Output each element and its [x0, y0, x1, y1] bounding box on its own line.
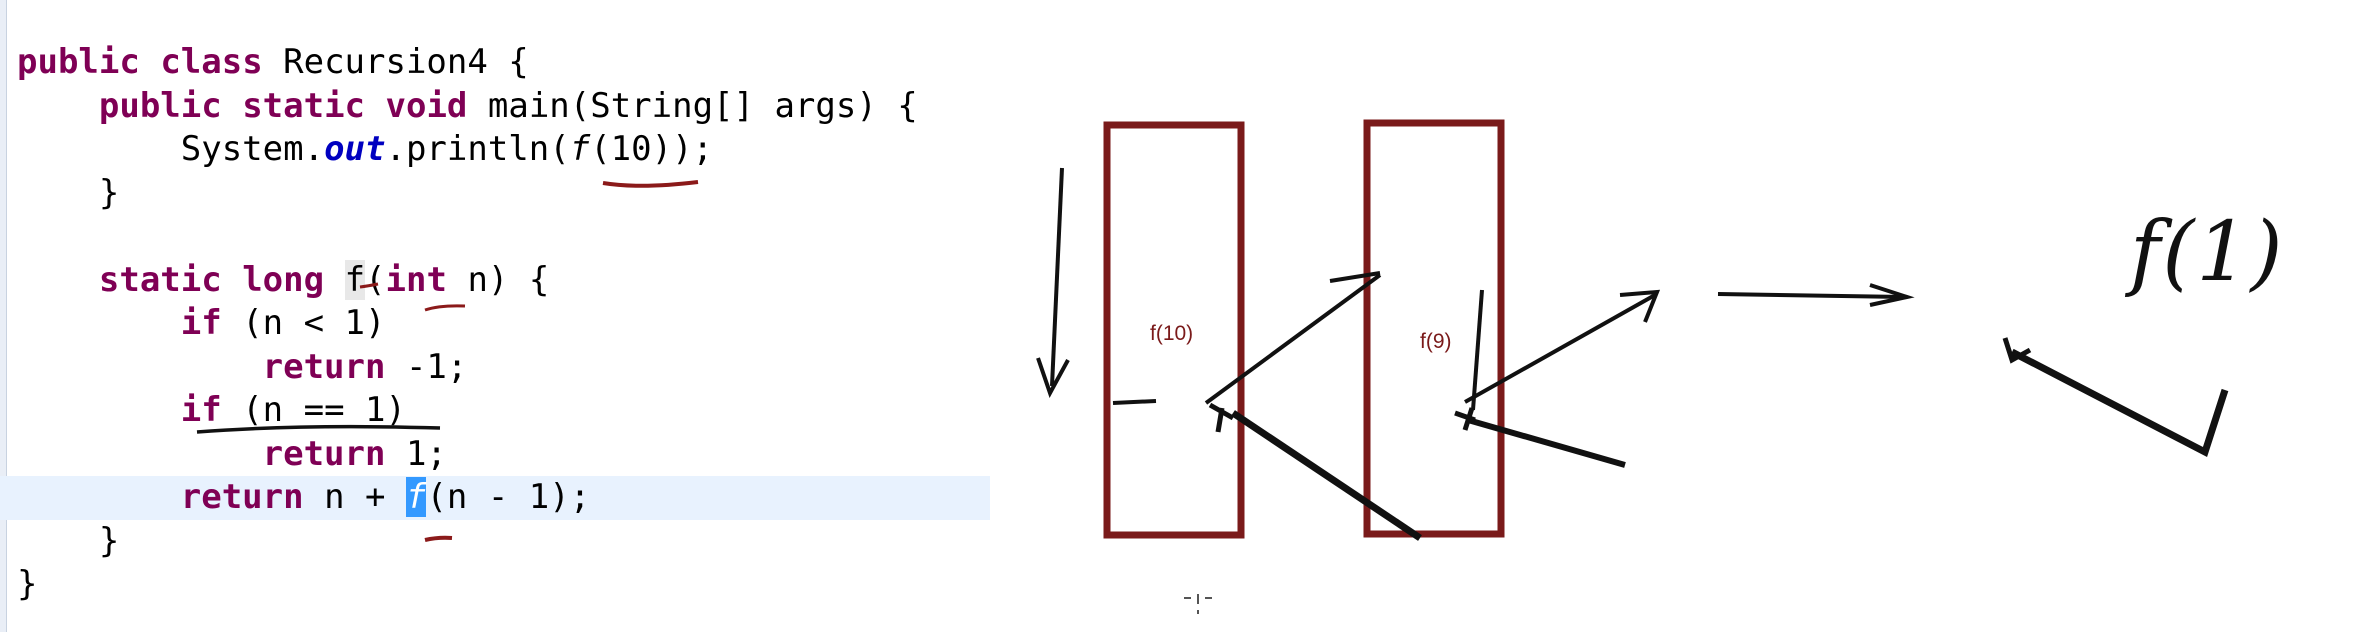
- selected-token: f: [405, 477, 427, 517]
- code-line[interactable]: System.out.println(f(10));: [17, 128, 990, 172]
- code-token: n) {: [446, 259, 550, 300]
- code-indent: [17, 129, 181, 169]
- continue-arrow: [1717, 292, 1906, 299]
- code-token: main(String[] args) {: [467, 85, 918, 126]
- code-token: (n < 1): [221, 303, 386, 343]
- code-token: }: [17, 564, 38, 604]
- editor-gutter: [0, 0, 7, 632]
- return-arrow-to-f9: [1467, 417, 1626, 468]
- code-token: }: [98, 520, 120, 561]
- code-line[interactable]: public class Recursion4 {: [17, 41, 990, 85]
- code-token: out: [324, 129, 386, 169]
- code-token: f: [344, 259, 366, 300]
- code-indent: [17, 173, 99, 213]
- return-arrow-to-f9-head: [1454, 407, 1476, 431]
- call-arrow-f9-outward: [1464, 293, 1656, 404]
- code-line[interactable]: static long f(int n) {: [17, 259, 990, 303]
- code-token: 1;: [385, 433, 447, 474]
- code-token: [324, 260, 344, 300]
- code-token: n +: [303, 477, 406, 517]
- code-keyword: return: [262, 433, 386, 474]
- box-label-f10: f(10): [1150, 322, 1194, 345]
- f9-down-stroke: [1471, 289, 1484, 411]
- code-token: System.: [180, 129, 325, 169]
- code-line[interactable]: }: [17, 520, 990, 564]
- code-indent: [17, 86, 99, 126]
- code-keyword: static: [98, 259, 222, 300]
- code-line[interactable]: if (n == 1): [17, 389, 990, 433]
- code-token: Recursion4 {: [262, 42, 529, 82]
- return-arrow-to-f10: [1231, 410, 1422, 541]
- code-line[interactable]: }: [17, 172, 990, 216]
- return-dash: [1112, 399, 1157, 405]
- code-keyword: return: [180, 477, 304, 517]
- code-line[interactable]: }: [17, 563, 990, 607]
- code-line[interactable]: if (n < 1): [17, 302, 990, 346]
- code-keyword: void: [385, 85, 468, 126]
- code-token: (: [365, 259, 386, 300]
- code-keyword: int: [385, 259, 447, 300]
- code-token: f: [569, 129, 591, 169]
- box-label-f9: f(9): [1420, 330, 1452, 353]
- source-code[interactable]: public class Recursion4 { public static …: [0, 41, 990, 607]
- code-indent: [17, 260, 99, 300]
- code-token: -1;: [385, 346, 468, 387]
- call-arrow-to-f9-head: [1329, 271, 1381, 283]
- code-indent: [17, 390, 181, 430]
- code-token: }: [98, 172, 120, 213]
- stack-frame-box-f9: [1363, 119, 1505, 538]
- handwritten-note: f(1): [2130, 205, 2285, 300]
- code-editor[interactable]: public class Recursion4 { public static …: [0, 0, 990, 632]
- cursor-crosshair: [1184, 594, 1212, 614]
- code-indent: [17, 521, 99, 561]
- code-token: [140, 42, 160, 82]
- down-arrow-shaft: [1050, 167, 1064, 387]
- code-token: (10));: [590, 129, 714, 169]
- code-keyword: if: [180, 303, 222, 343]
- code-token: (n - 1);: [426, 477, 591, 517]
- code-token: [222, 86, 242, 126]
- code-indent: [17, 477, 181, 517]
- code-token: [365, 86, 385, 126]
- code-indent: [17, 303, 181, 343]
- return-arrow-to-f10-head: [1208, 402, 1235, 433]
- code-keyword: return: [262, 346, 386, 387]
- code-line[interactable]: return -1;: [17, 346, 990, 390]
- down-arrow-head: [1036, 357, 1070, 398]
- code-indent: [17, 434, 263, 474]
- call-arrow-to-f9: [1204, 273, 1382, 405]
- code-token: (n == 1): [221, 390, 406, 430]
- call-arrow-f9-outward-head: [1619, 289, 1661, 323]
- code-keyword: if: [180, 390, 222, 430]
- code-token: .println(: [385, 129, 570, 169]
- code-line[interactable]: return n + f(n - 1);: [0, 476, 990, 520]
- code-token: [222, 260, 242, 300]
- base-case-return-arrow-head: [2002, 337, 2032, 364]
- base-case-return-arrow: [2010, 348, 2229, 458]
- code-indent: [17, 347, 263, 387]
- continue-arrow-head: [1869, 283, 1915, 307]
- code-keyword: static: [242, 85, 366, 126]
- code-keyword: class: [160, 42, 263, 82]
- code-line[interactable]: public static void main(String[] args) {: [17, 85, 990, 129]
- code-line[interactable]: return 1;: [17, 433, 990, 477]
- code-keyword: public: [17, 42, 140, 82]
- code-line[interactable]: [17, 215, 990, 259]
- code-keyword: long: [242, 259, 325, 300]
- code-keyword: public: [98, 85, 222, 126]
